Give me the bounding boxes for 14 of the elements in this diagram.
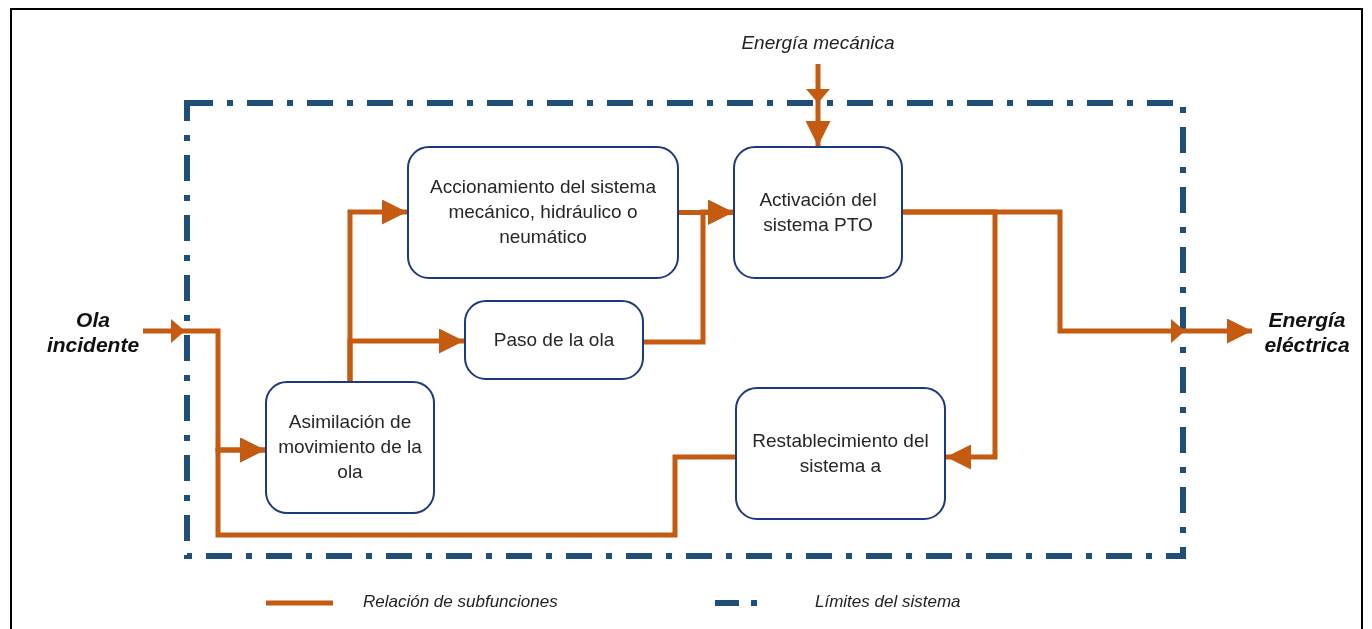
process-box: Asimilación de movimiento de la ola	[265, 381, 435, 514]
process-box: Accionamiento del sistema mecánico, hidráulico o neumático	[407, 146, 679, 279]
arrow	[347, 328, 464, 381]
legend-text: Relación de subfunciones	[363, 592, 558, 612]
process-box: Activación del sistema PTO	[733, 146, 903, 279]
process-box: Paso de la ola	[464, 300, 644, 380]
arrow	[644, 199, 733, 345]
legend-text: Límites del sistema	[815, 592, 961, 612]
arrow	[215, 437, 735, 538]
process-box: Restablecimiento del sistema a	[735, 387, 946, 520]
flow-label: Energía mecánica	[708, 22, 928, 64]
flow-label: Energía eléctrica	[1252, 298, 1362, 366]
arrow	[903, 209, 998, 470]
flow-label: Ola incidente	[43, 298, 143, 366]
